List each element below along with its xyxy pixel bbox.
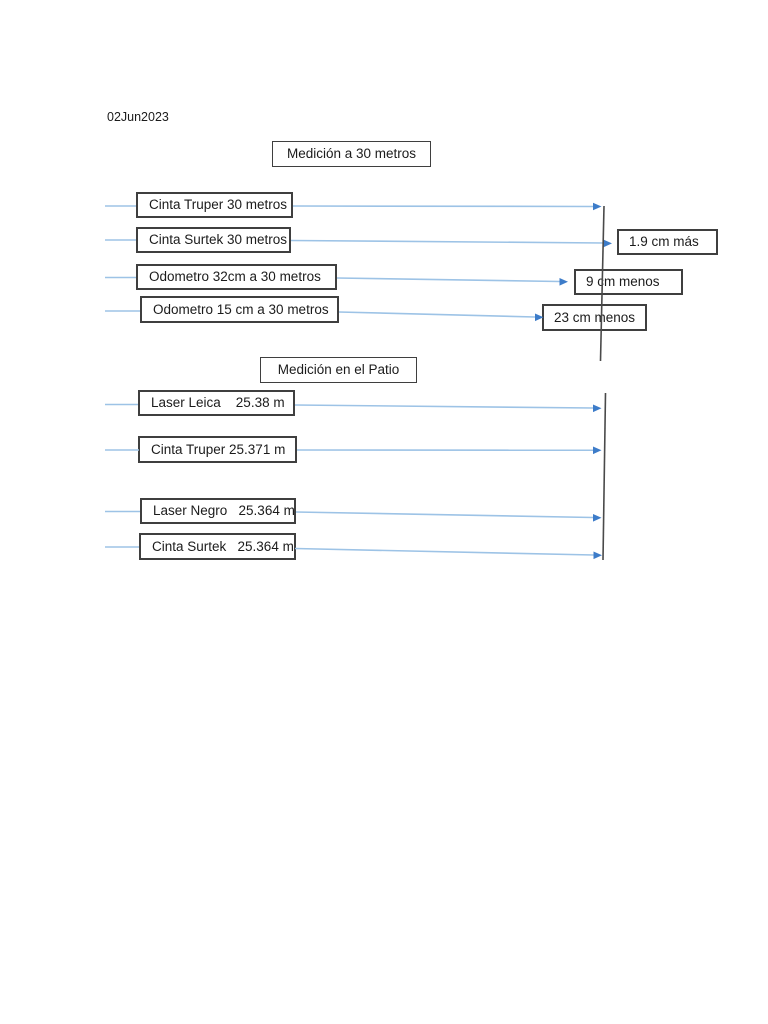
arrow-icon xyxy=(603,239,612,248)
connector-line xyxy=(294,547,594,556)
arrow-icon xyxy=(593,202,602,211)
section2-title-box: Medición en el Patio xyxy=(260,357,417,383)
arrow-icon xyxy=(559,278,568,286)
arrow-icon xyxy=(593,551,602,560)
label-box-cinta-surtek-patio: Cinta Surtek 25.364 m xyxy=(139,533,296,560)
result-box-1-9-cm-mas: 1.9 cm más xyxy=(617,229,718,255)
result-box-9-cm-menos: 9 cm menos xyxy=(574,269,683,295)
reference-line-section2 xyxy=(602,392,607,561)
connector-line xyxy=(338,311,536,318)
label-box-odometro-15cm: Odometro 15 cm a 30 metros xyxy=(140,296,339,323)
label-box-odometro-32cm: Odometro 32cm a 30 metros xyxy=(136,264,337,290)
connector-line xyxy=(290,239,604,244)
result-box-23-cm-menos: 23 cm menos xyxy=(542,304,647,331)
label-box-cinta-truper-patio: Cinta Truper 25.371 m xyxy=(138,436,297,463)
connector-line xyxy=(294,404,594,409)
connector-line xyxy=(295,511,594,519)
arrow-icon xyxy=(593,404,602,413)
arrow-icon xyxy=(593,514,602,522)
section1-title-box: Medición a 30 metros xyxy=(272,141,431,167)
label-box-cinta-truper-30m: Cinta Truper 30 metros xyxy=(136,192,293,218)
connector-line xyxy=(336,277,560,283)
label-box-cinta-surtek-30m: Cinta Surtek 30 metros xyxy=(136,227,291,253)
label-box-laser-negro: Laser Negro 25.364 m xyxy=(140,498,296,524)
connector-line xyxy=(292,205,594,208)
arrow-icon xyxy=(593,446,602,455)
label-box-laser-leica: Laser Leica 25.38 m xyxy=(138,390,295,416)
date-label: 02Jun2023 xyxy=(107,110,169,124)
